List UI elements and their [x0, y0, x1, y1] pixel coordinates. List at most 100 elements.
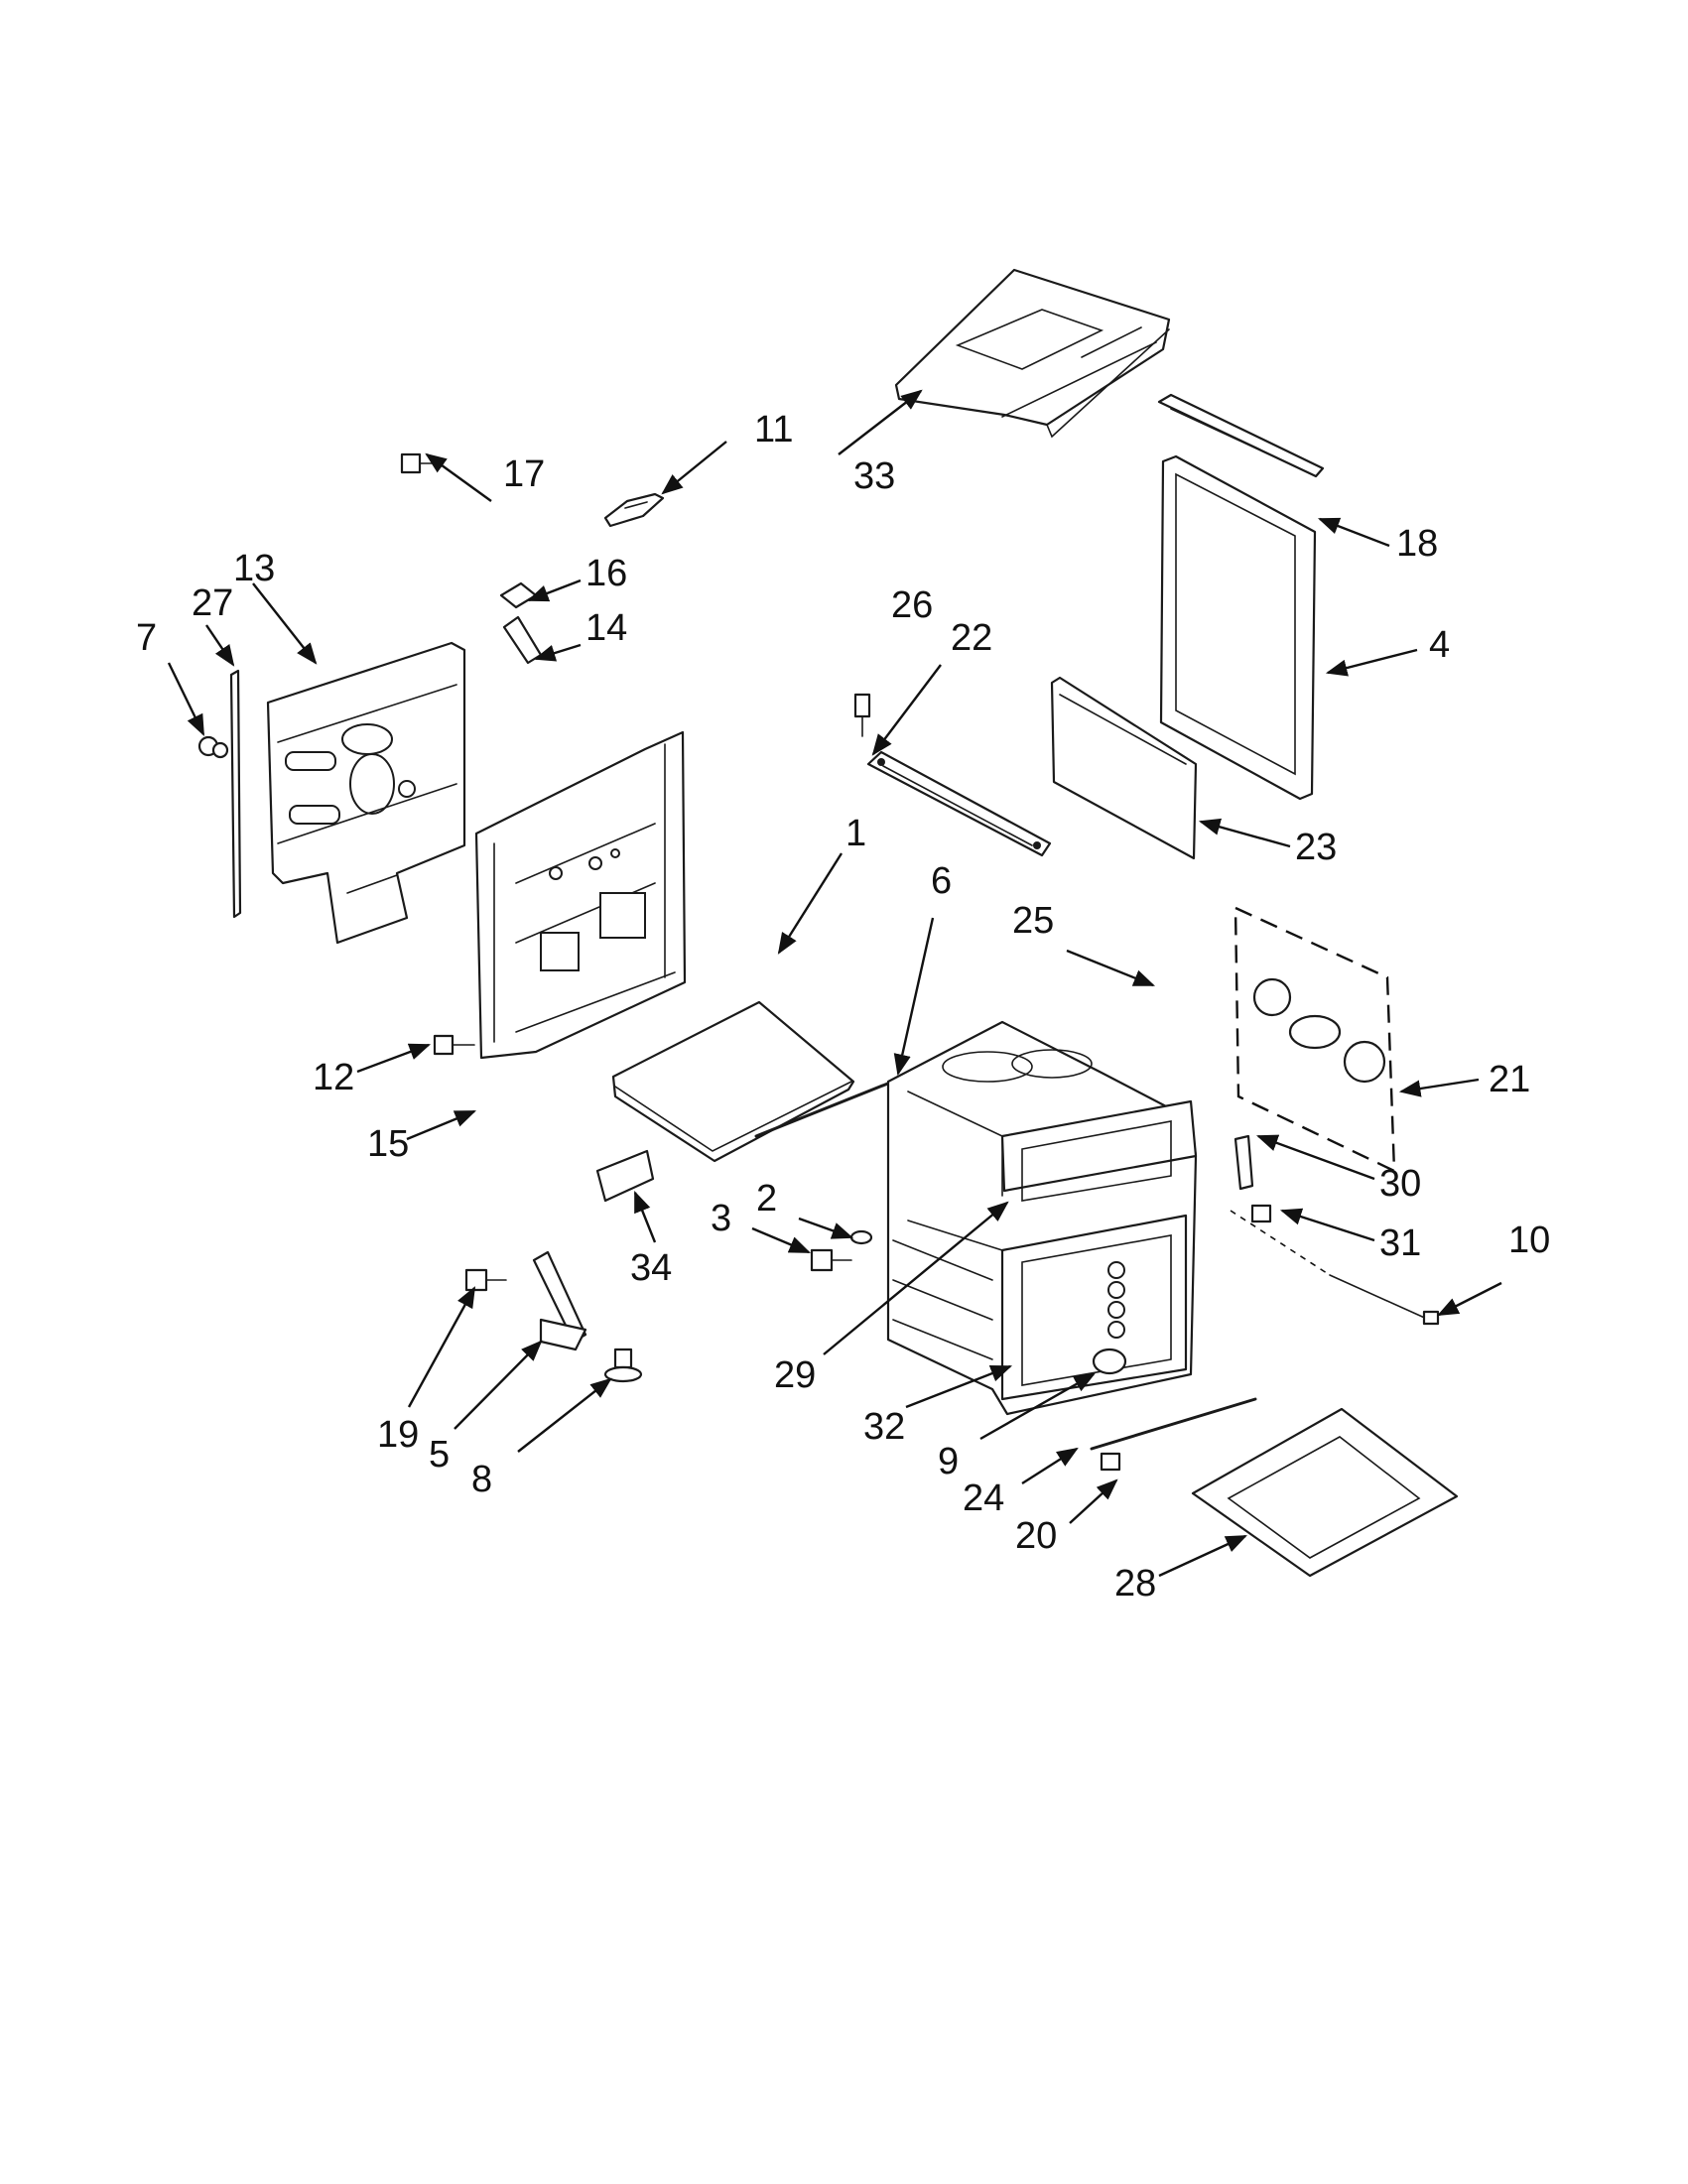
part-2-washer[interactable]	[849, 1229, 873, 1245]
leader-30	[1255, 1134, 1375, 1181]
part-10-sensor[interactable]	[1230, 1210, 1440, 1326]
part-31-screw[interactable]	[1250, 1204, 1272, 1223]
leader-18	[1317, 517, 1390, 548]
leader-5	[454, 1340, 543, 1430]
callout-24: 24	[963, 1477, 1004, 1519]
part-13-rear-panel[interactable]	[266, 641, 466, 945]
part-26-screw[interactable]	[853, 693, 871, 737]
part-33-top-panel[interactable]	[894, 268, 1171, 439]
part-9-knob[interactable]	[1092, 1348, 1127, 1375]
callout-10: 10	[1508, 1220, 1550, 1261]
part-8-leveler[interactable]	[603, 1348, 643, 1383]
callout-29: 29	[774, 1354, 816, 1396]
callout-8: 8	[471, 1459, 492, 1500]
callout-19: 19	[377, 1414, 419, 1456]
part-22-rail[interactable]	[866, 750, 1052, 857]
callout-20: 20	[1015, 1515, 1057, 1557]
leader-6	[893, 917, 935, 1077]
leader-20	[1069, 1478, 1118, 1524]
callout-26: 26	[891, 584, 933, 626]
leader-14	[533, 643, 582, 662]
part-27-rod[interactable]	[229, 669, 242, 919]
leader-8	[517, 1377, 612, 1453]
callout-9: 9	[938, 1441, 959, 1482]
callout-27: 27	[192, 582, 233, 624]
leader-17	[425, 452, 492, 502]
callout-31: 31	[1379, 1222, 1421, 1264]
leader-29	[823, 1201, 1009, 1355]
callout-7: 7	[136, 617, 157, 659]
leader-34	[633, 1190, 657, 1243]
part-15-side-panel[interactable]	[474, 730, 687, 1060]
leader-lines	[167, 389, 1502, 1578]
part-24-rod[interactable]	[1090, 1397, 1257, 1451]
callout-32: 32	[863, 1406, 905, 1448]
leader-27	[205, 624, 235, 667]
callout-22: 22	[951, 617, 992, 659]
callout-33: 33	[853, 455, 895, 497]
part-20-screw[interactable]	[1100, 1452, 1121, 1472]
leader-7	[167, 662, 205, 736]
callout-25: 25	[1012, 900, 1054, 942]
leader-3	[751, 1226, 811, 1254]
part-34-clip[interactable]	[595, 1149, 655, 1203]
part-7-clip[interactable]	[197, 735, 229, 759]
callout-12: 12	[313, 1057, 354, 1098]
callout-16: 16	[585, 553, 627, 594]
leader-28	[1158, 1534, 1247, 1578]
callout-4: 4	[1429, 624, 1450, 666]
callout-6: 6	[931, 860, 952, 902]
part-14-clip[interactable]	[502, 615, 543, 665]
leader-10	[1437, 1281, 1502, 1317]
part-30-bracket[interactable]	[1234, 1134, 1254, 1191]
part-16-clip[interactable]	[499, 581, 538, 609]
leader-23	[1198, 818, 1291, 848]
leader-21	[1398, 1078, 1480, 1097]
part-4-frame[interactable]	[1159, 454, 1317, 801]
callout-34: 34	[630, 1247, 672, 1289]
callout-21: 21	[1489, 1059, 1530, 1100]
part-5-bracket[interactable]	[532, 1250, 587, 1351]
leader-32	[905, 1364, 1013, 1409]
leader-2	[798, 1217, 854, 1239]
callout-labels: 33 11 17 13 27 7 16 14 18 4 26 22 23 1 6…	[136, 409, 1550, 1605]
callout-17: 17	[503, 453, 545, 495]
part-1-plate[interactable]	[611, 1000, 855, 1163]
leader-33	[838, 389, 923, 455]
callout-18: 18	[1396, 523, 1438, 565]
callout-1: 1	[845, 813, 866, 854]
callout-30: 30	[1379, 1163, 1421, 1205]
part-23-panel[interactable]	[1050, 676, 1198, 860]
leader-25	[1066, 949, 1156, 987]
leader-31	[1279, 1208, 1375, 1242]
part-6-rod[interactable]	[754, 1075, 907, 1138]
part-25-oven-cavity[interactable]	[886, 1020, 1198, 1416]
leader-22	[871, 664, 942, 756]
part-12-screw[interactable]	[433, 1034, 475, 1056]
leader-9	[979, 1372, 1096, 1441]
callout-3: 3	[711, 1198, 731, 1239]
part-28-pan[interactable]	[1191, 1407, 1459, 1578]
leader-19	[407, 1286, 476, 1408]
callout-13: 13	[233, 548, 275, 589]
callout-11: 11	[754, 409, 793, 450]
leader-1	[777, 852, 844, 955]
part-3-screw[interactable]	[810, 1248, 852, 1272]
part-19-screw[interactable]	[464, 1268, 507, 1292]
leader-24	[1021, 1447, 1079, 1485]
leader-12	[356, 1043, 432, 1074]
callout-14: 14	[585, 607, 627, 649]
part-11-bracket[interactable]	[603, 492, 665, 528]
leader-11	[661, 441, 727, 495]
leader-15	[406, 1109, 476, 1141]
callout-23: 23	[1295, 827, 1337, 868]
callout-28: 28	[1114, 1563, 1156, 1605]
callout-15: 15	[367, 1123, 409, 1165]
leader-4	[1325, 648, 1418, 677]
leader-13	[252, 582, 318, 665]
part-21-light-kit[interactable]	[1234, 906, 1396, 1173]
part-18-trim[interactable]	[1157, 393, 1325, 478]
callout-5: 5	[429, 1434, 450, 1476]
callout-2: 2	[756, 1178, 777, 1220]
